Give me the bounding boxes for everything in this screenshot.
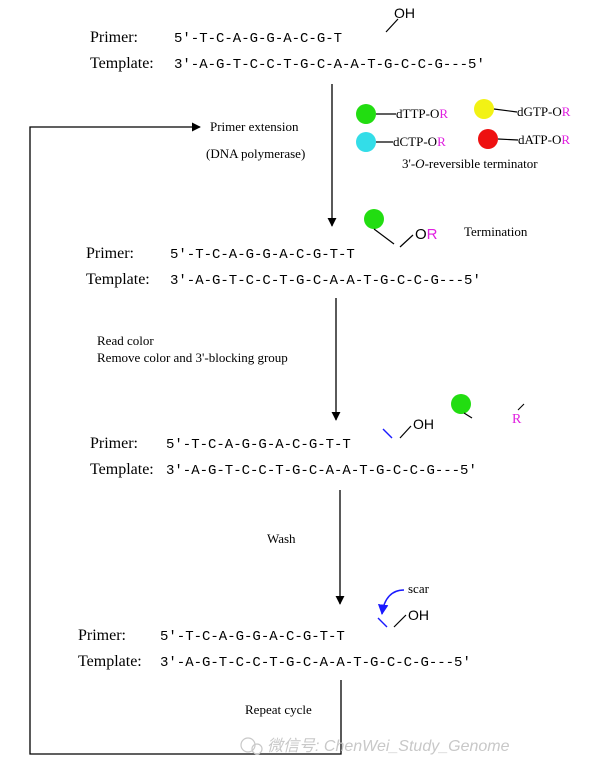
watermark-text: 微信号: ChenWei_Study_Genome [267, 737, 510, 755]
hydroxyl-bond [385, 18, 399, 33]
o-bond [399, 234, 414, 248]
template-sequence: 3'-A-G-T-C-C-T-G-C-A-A-T-G-C-C-G---5' [160, 655, 471, 671]
scar-label: scar [408, 581, 430, 596]
primer-extension-label: Primer extension [210, 119, 299, 134]
stage-1: Primer: 5'-T-C-A-G-G-A-C-G-T OH Template… [90, 5, 485, 73]
released-r-bond [517, 403, 525, 411]
wechat-icon [240, 737, 256, 753]
termination-label: Termination [464, 224, 528, 239]
dye-dot [364, 209, 384, 229]
dgtp-linker [493, 108, 518, 113]
stage-2: OR Termination Primer: 5'-T-C-A-G-G-A-C-… [86, 209, 528, 289]
dttp-label: dTTP-OR [396, 106, 448, 121]
dna-polymerase-label: (DNA polymerase) [206, 146, 305, 161]
dctp-label: dCTP-OR [393, 134, 446, 149]
dgtp-label: dGTP-OR [517, 104, 571, 119]
remove-color-label: Remove color and 3'-blocking group [97, 350, 288, 365]
hydroxyl-group: OH [408, 607, 429, 623]
released-dye-dot [451, 394, 471, 414]
scar-linker [382, 428, 393, 439]
terminator-legend: dTTP-OR dGTP-OR dCTP-OR dATP-OR 3'-O-rev… [356, 99, 571, 171]
primer-label: Primer: [78, 627, 126, 644]
released-dye-linker [463, 412, 473, 419]
read-color-label: Read color [97, 333, 154, 348]
primer-sequence: 5'-T-C-A-G-G-A-C-G-T-T [170, 247, 355, 263]
template-sequence: 3'-A-G-T-C-C-T-G-C-A-A-T-G-C-C-G---5' [166, 463, 477, 479]
template-label: Template: [86, 271, 150, 288]
template-label: Template: [78, 653, 142, 670]
o-r-group: OR [415, 226, 438, 243]
datp-linker [497, 138, 519, 141]
dttp-dot [356, 104, 376, 124]
hydroxyl-group: OH [394, 5, 415, 21]
scar-linker [377, 617, 388, 628]
primer-sequence: 5'-T-C-A-G-G-A-C-G-T-T [160, 629, 345, 645]
template-sequence: 3'-A-G-T-C-C-T-G-C-A-A-T-G-C-C-G---5' [170, 273, 481, 289]
primer-label: Primer: [90, 29, 138, 46]
primer-sequence: 5'-T-C-A-G-G-A-C-G-T-T [166, 437, 351, 453]
repeat-cycle-label: Repeat cycle [245, 702, 312, 717]
hydroxyl-group: OH [413, 416, 434, 432]
dgtp-dot [474, 99, 494, 119]
template-label: Template: [90, 55, 154, 72]
legend-caption: 3'-O-reversible terminator [402, 156, 538, 171]
repeat-loop-arrow [29, 122, 342, 755]
hydroxyl-bond [399, 425, 412, 439]
stage-3: R OH Primer: 5'-T-C-A-G-G-A-C-G-T-T Temp… [90, 394, 525, 479]
wechat-icon-small [251, 743, 263, 755]
scar-pointer-icon [377, 589, 405, 616]
stage-4: scar OH Primer: 5'-T-C-A-G-G-A-C-G-T-T T… [78, 581, 471, 671]
released-r-group: R [512, 412, 522, 427]
datp-dot [478, 129, 498, 149]
dye-linker [373, 228, 395, 245]
datp-label: dATP-OR [518, 132, 570, 147]
watermark: 微信号: ChenWei_Study_Genome [240, 737, 510, 755]
dctp-dot [356, 132, 376, 152]
primer-label: Primer: [90, 435, 138, 452]
template-sequence: 3'-A-G-T-C-C-T-G-C-A-A-T-G-C-C-G---5' [174, 57, 485, 73]
template-label: Template: [90, 461, 154, 478]
primer-label: Primer: [86, 245, 134, 262]
hydroxyl-bond [393, 614, 407, 628]
primer-sequence: 5'-T-C-A-G-G-A-C-G-T [174, 31, 342, 47]
wash-label: Wash [267, 531, 296, 546]
